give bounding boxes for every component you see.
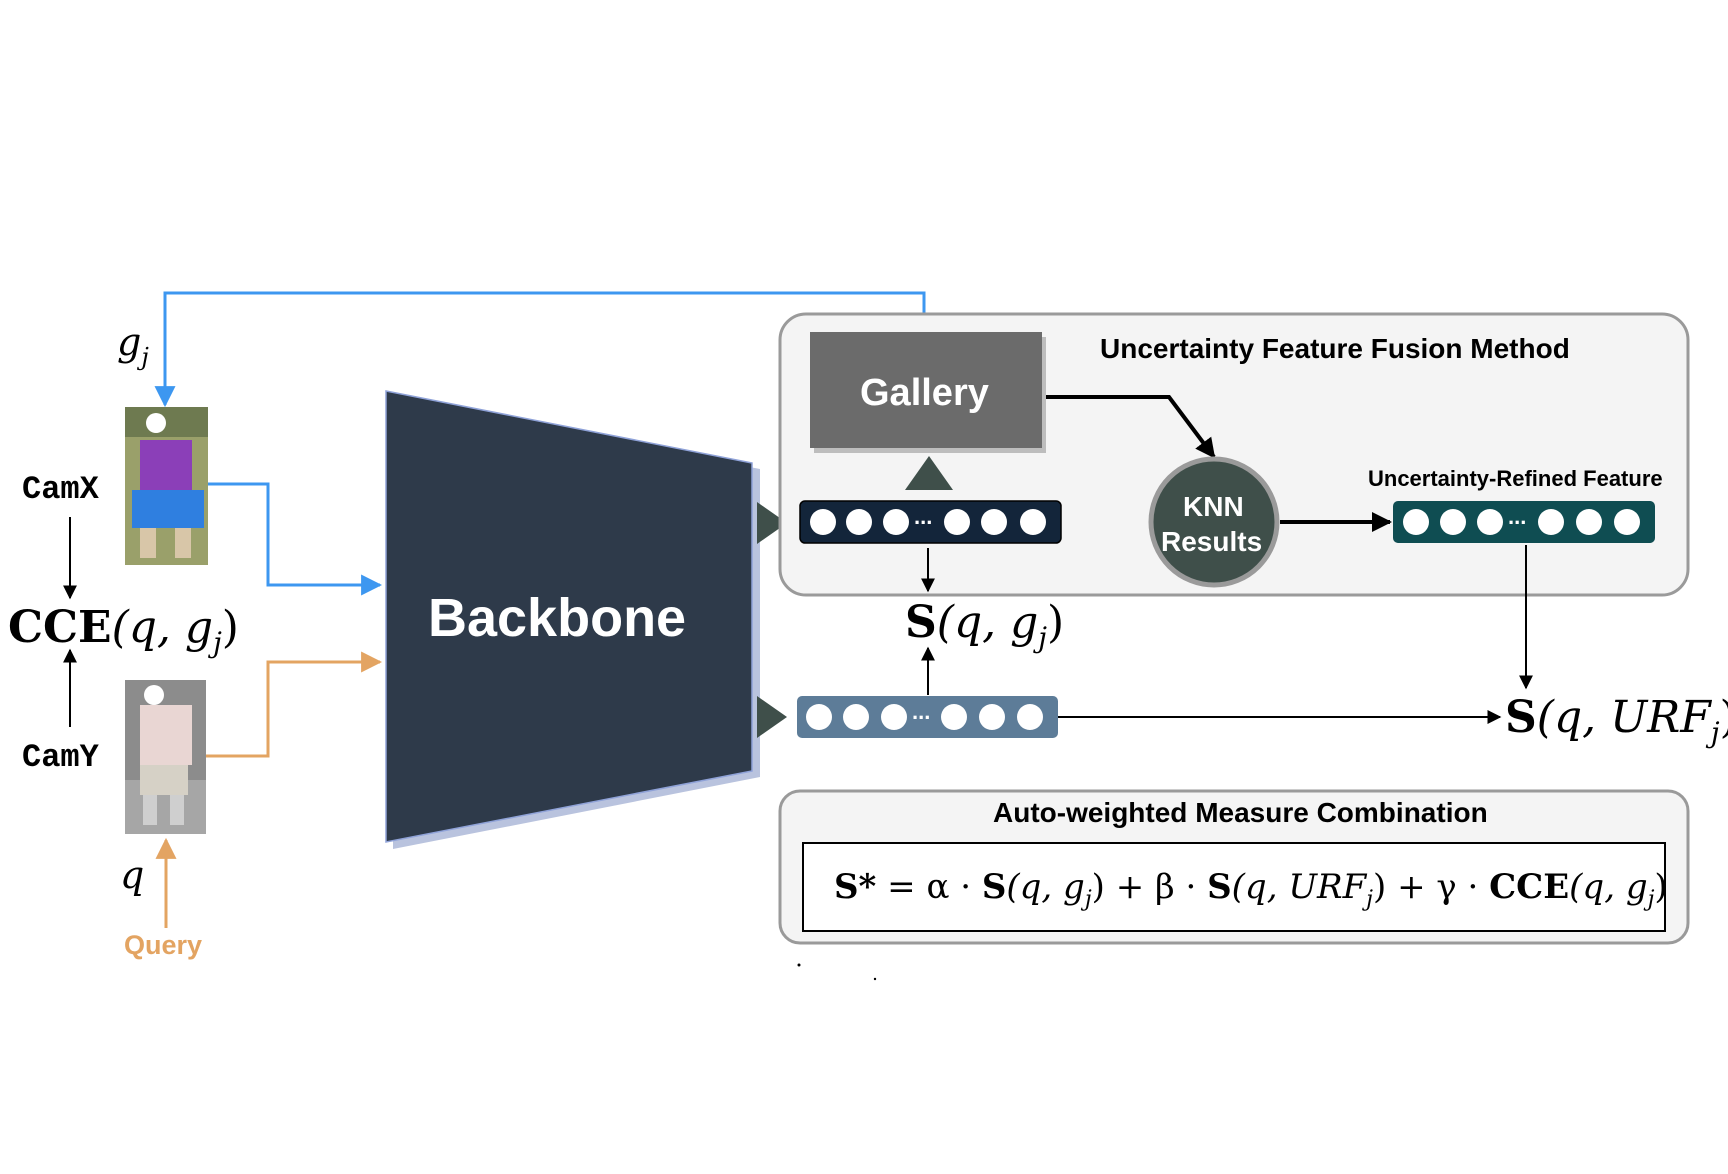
urf-vector-ellipsis: ... xyxy=(1508,504,1526,529)
query-output-triangle xyxy=(757,696,787,738)
score-q-gj: S(q, gj) xyxy=(905,597,1064,654)
camy-label: CamY xyxy=(22,739,100,776)
knn-results-node xyxy=(1148,456,1280,588)
knn-line2: Results xyxy=(1161,526,1262,557)
score-q-urfj: S(q, URFj) xyxy=(1505,692,1728,749)
query-person-image xyxy=(125,680,206,834)
backbone-label: Backbone xyxy=(428,588,686,648)
stray-dot xyxy=(797,963,801,967)
urf-feature-vector: ... xyxy=(1393,501,1655,543)
query-to-backbone-arrow xyxy=(206,651,383,758)
cce-score-label: CCE(q, gj) xyxy=(8,602,239,659)
gallery-person-image xyxy=(125,407,208,565)
combination-formula-box xyxy=(802,842,1666,932)
stray-dot-2 xyxy=(873,977,877,981)
combination-formula: S* = α · S(q, gj) + β · S(q, URFj) + γ ·… xyxy=(834,867,1668,912)
query-label: Query xyxy=(124,930,202,960)
fusion-panel-title: Uncertainty Feature Fusion Method xyxy=(1100,333,1570,364)
query-var-label: q xyxy=(120,853,144,897)
gallery-feature-up-triangle xyxy=(905,456,953,490)
query-feature-vector: ... xyxy=(797,696,1058,738)
gallery-var-label: gj xyxy=(117,320,149,371)
gallery-feature-vector: ... xyxy=(799,500,1062,544)
camx-label: CamX xyxy=(22,471,100,508)
combination-panel-title: Auto-weighted Measure Combination xyxy=(993,797,1488,828)
knn-line1: KNN xyxy=(1183,491,1244,522)
gallery-to-knn-arrow xyxy=(1046,395,1216,459)
gallery-output-triangle xyxy=(757,502,787,544)
gallery-box xyxy=(810,332,1042,448)
backbone-block xyxy=(385,390,753,843)
urf-label: Uncertainty-Refined Feature xyxy=(1368,466,1663,491)
gallery-to-backbone-arrow xyxy=(208,482,383,596)
gallery-vector-ellipsis: ... xyxy=(914,504,932,529)
query-vector-ellipsis: ... xyxy=(912,699,930,724)
gallery-box-label: Gallery xyxy=(860,372,989,414)
